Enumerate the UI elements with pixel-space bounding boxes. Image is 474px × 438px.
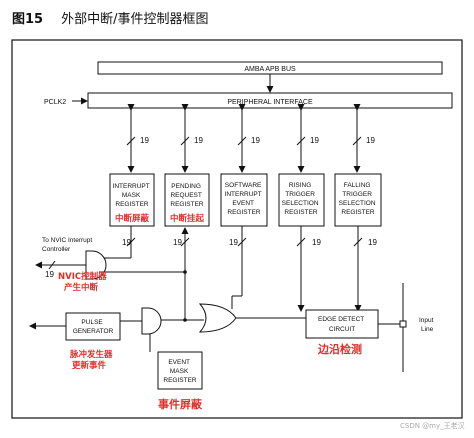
pending-request-register	[164, 173, 210, 227]
pulse-cn-label: 脉冲发生器	[69, 349, 113, 360]
falling-trigger-selection-register-label: FALLING TRIGGER SELECTION REGISTER	[339, 182, 378, 216]
edge-detect-cn-label: 边沿检测	[317, 342, 362, 356]
peripheral-interface	[87, 92, 453, 109]
nvic-cn-label-2: 产生中断	[64, 282, 99, 293]
event-mask-cn-label: 事件屏蔽	[158, 397, 203, 411]
bus-width-label: 19	[173, 238, 182, 247]
bus-width-label: 19	[312, 238, 321, 247]
bus-width-label: 19	[140, 136, 149, 145]
bus-width-label: 19	[229, 238, 238, 247]
register-output-lines	[99, 226, 362, 312]
bus-width-label: 19	[122, 238, 131, 247]
bus-width-ticks	[126, 237, 363, 247]
edge-detect-circuit-label: EDGE DETECT CIRCUIT	[318, 316, 366, 333]
bus-width-label: 19	[45, 270, 54, 279]
rising-trigger-selection-register	[278, 173, 325, 227]
pulse-generator-label: PULSE GENERATOR	[73, 319, 114, 335]
bus-width-label: 19	[310, 136, 319, 145]
amba-apb-bus-label: AMBA APB BUS	[244, 66, 296, 73]
falling-trigger-selection-register	[334, 173, 382, 227]
interrupt-mask-cn-label: 中断屏蔽	[115, 213, 150, 224]
event-mask-register	[157, 351, 203, 390]
pending-request-register-label: PENDING REQUEST REGISTER	[170, 183, 204, 208]
figure-title: 图15 外部中断/事件控制器框图	[12, 8, 208, 27]
pclk2-label: PCLK2	[44, 99, 66, 106]
edge-detect-circuit	[305, 309, 379, 339]
software-interrupt-event-register-label: SOFTWARE INTERRUPT EVENT REGISTER	[225, 182, 264, 216]
pulse-cn-label-2: 更新事件	[72, 360, 107, 371]
interrupt-mask-register-label: INTERRUPT MASK REGISTER	[113, 183, 152, 208]
or-gate	[198, 303, 237, 333]
junction-node	[183, 270, 187, 274]
register-bus-links	[126, 104, 362, 173]
bus-width-label: 19	[368, 238, 377, 247]
figure-caption: 外部中断/事件控制器框图	[61, 12, 209, 27]
pending-request-cn-label: 中断挂起	[170, 213, 205, 224]
interrupt-mask-register	[109, 173, 155, 227]
input-pin	[399, 320, 407, 328]
event-and-gate	[141, 307, 162, 335]
pulse-generator	[65, 312, 121, 341]
rising-trigger-selection-register-label: RISING TRIGGER SELECTION REGISTER	[282, 182, 321, 216]
bus-width-label: 19	[194, 136, 203, 145]
watermark: CSDN @my_王老汉	[400, 421, 465, 430]
bus-width-label: 19	[251, 136, 260, 145]
software-interrupt-event-register	[220, 173, 268, 227]
bus-width-label: 19	[366, 136, 375, 145]
bus-width-tick	[48, 260, 56, 270]
event-mask-register-label: EVENT MASK REGISTER	[163, 359, 197, 384]
peripheral-interface-label: PERIPHERAL INTERFACE	[227, 99, 313, 106]
nvic-label: To NVIC Interrupt Controller	[42, 237, 94, 253]
nvic-cn-label: NVIC控制器	[58, 271, 107, 282]
diagram-frame	[11, 39, 463, 419]
input-line-label: Input Line	[419, 317, 435, 333]
figure-number: 图15	[12, 12, 44, 27]
